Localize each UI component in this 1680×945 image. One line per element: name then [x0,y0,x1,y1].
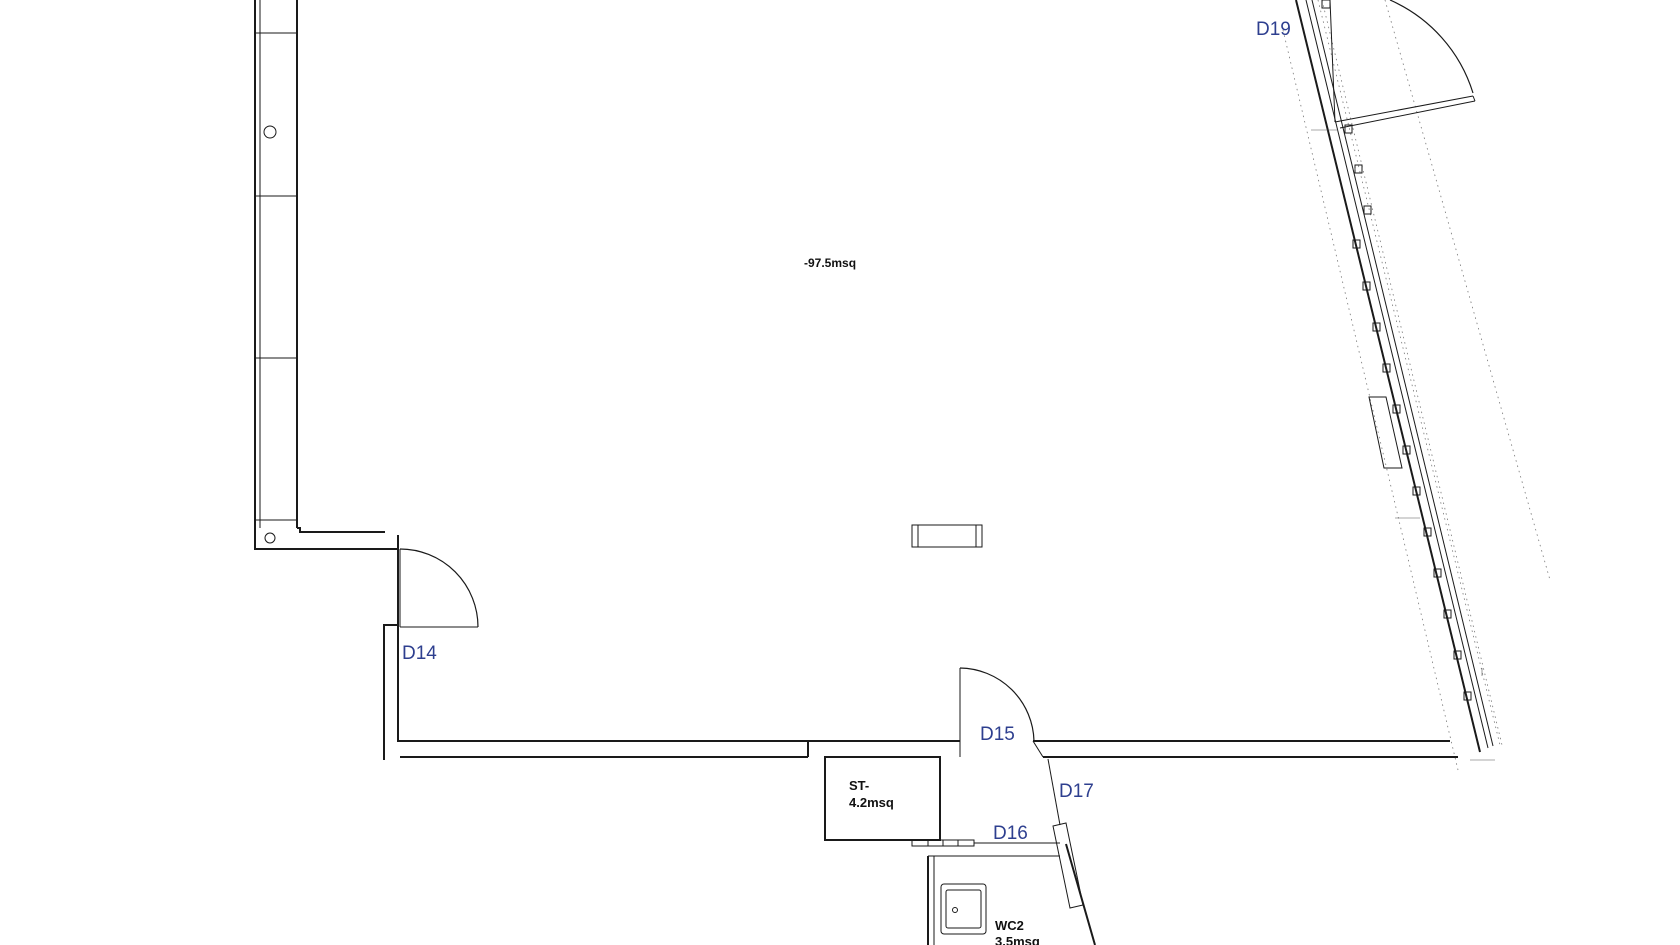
door-label-d16: D16 [993,823,1028,844]
door-label-d15: D15 [980,724,1015,745]
sink-icon [940,883,987,935]
wc-room-area: 3.5msq [995,934,1040,945]
wc-room-name: WC2 [995,918,1024,933]
main-room-walls [254,527,1458,760]
main-room-area: -97.5msq [804,256,856,270]
store-room [824,756,941,841]
door-label-d14: D14 [402,643,437,664]
column-marker-icon [264,532,276,544]
floor-fixture [911,524,983,548]
store-room-name: ST- [849,778,869,793]
door-d14 [399,548,479,628]
door-d15 [959,667,1035,757]
wc-room [927,855,1060,945]
door-d19 [1329,0,1476,129]
store-room-area: 4.2msq [849,795,894,810]
right-facade [1282,0,1551,771]
column-marker-icon [263,125,277,139]
door-d17 [1032,740,1096,945]
door-d16 [911,839,1060,847]
door-label-d17: D17 [1059,781,1094,802]
left-window-strip [254,0,298,544]
facade-panel [1368,396,1403,469]
door-label-d19: D19 [1256,19,1291,40]
